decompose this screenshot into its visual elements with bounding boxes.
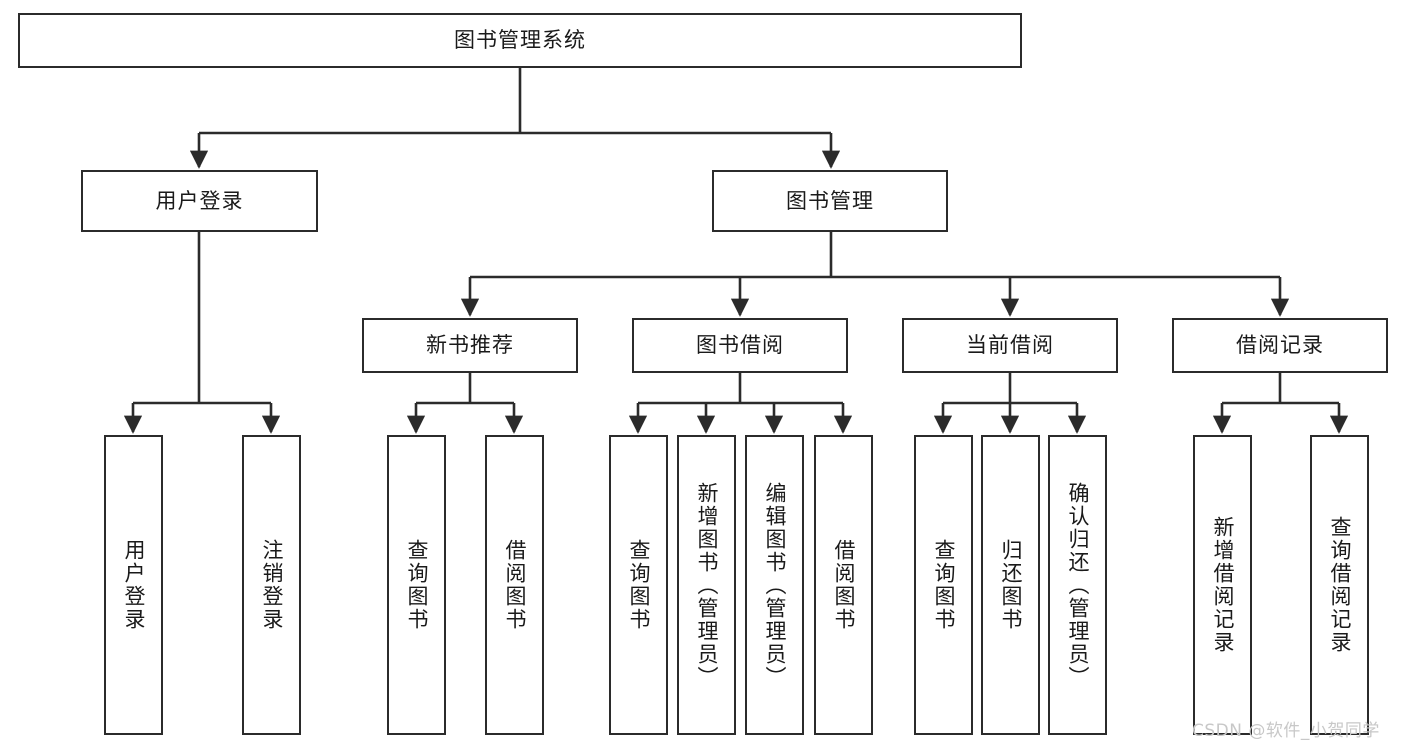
node-label: 归还图书 [998, 539, 1023, 631]
node-book-borrow[interactable]: 图书借阅 [632, 318, 848, 373]
node-label: 图书管理系统 [454, 28, 586, 53]
node-label: 查询图书 [626, 539, 651, 631]
node-label: 注销登录 [259, 539, 284, 631]
node-current-borrow[interactable]: 当前借阅 [902, 318, 1118, 373]
node-label: 借阅图书 [831, 539, 856, 631]
node-label: 当前借阅 [966, 333, 1054, 358]
leaf-borrow-query-book[interactable]: 查询图书 [609, 435, 668, 735]
leaf-borrow-edit-book-admin[interactable]: 编辑图书（管理员） [745, 435, 804, 735]
node-label: 新增借阅记录 [1210, 516, 1235, 654]
node-label: 查询图书 [931, 539, 956, 631]
node-user-login[interactable]: 用户登录 [81, 170, 318, 232]
node-new-book-recommend[interactable]: 新书推荐 [362, 318, 578, 373]
node-label: 用户登录 [155, 188, 244, 213]
node-label: 借阅图书 [502, 539, 527, 631]
leaf-current-confirm-return-admin[interactable]: 确认归还（管理员） [1048, 435, 1107, 735]
leaf-borrow-borrow-book[interactable]: 借阅图书 [814, 435, 873, 735]
node-label: 编辑图书（管理员） [762, 481, 787, 689]
node-label: 查询图书 [404, 539, 429, 631]
leaf-borrow-add-book-admin[interactable]: 新增图书（管理员） [677, 435, 736, 735]
node-label: 新增图书（管理员） [694, 481, 719, 689]
node-label: 借阅记录 [1236, 333, 1324, 358]
leaf-current-query-book[interactable]: 查询图书 [914, 435, 973, 735]
node-book-management[interactable]: 图书管理 [712, 170, 948, 232]
node-root-system[interactable]: 图书管理系统 [18, 13, 1022, 68]
csdn-watermark: CSDN @软件_小贺同学 [1192, 721, 1380, 741]
leaf-recommend-query-book[interactable]: 查询图书 [387, 435, 446, 735]
node-label: 确认归还（管理员） [1065, 481, 1090, 689]
leaf-record-query-record[interactable]: 查询借阅记录 [1310, 435, 1369, 735]
node-label: 查询借阅记录 [1327, 516, 1352, 654]
node-borrow-record[interactable]: 借阅记录 [1172, 318, 1388, 373]
leaf-current-return-book[interactable]: 归还图书 [981, 435, 1040, 735]
leaf-recommend-borrow-book[interactable]: 借阅图书 [485, 435, 544, 735]
leaf-user-login-login[interactable]: 用户登录 [104, 435, 163, 735]
leaf-user-login-logout[interactable]: 注销登录 [242, 435, 301, 735]
node-label: 用户登录 [121, 539, 146, 631]
node-label: 新书推荐 [426, 333, 514, 358]
node-label: 图书借阅 [696, 333, 784, 358]
node-label: 图书管理 [786, 188, 874, 213]
leaf-record-add-record[interactable]: 新增借阅记录 [1193, 435, 1252, 735]
